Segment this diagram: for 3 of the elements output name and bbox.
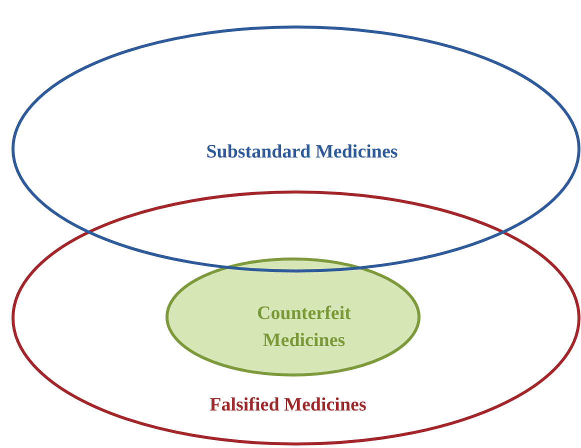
set-label: Counterfeit Medicines [256, 302, 352, 353]
set-label: Substandard Medicines [205, 140, 399, 164]
set-label: Falsified Medicines [208, 394, 368, 418]
